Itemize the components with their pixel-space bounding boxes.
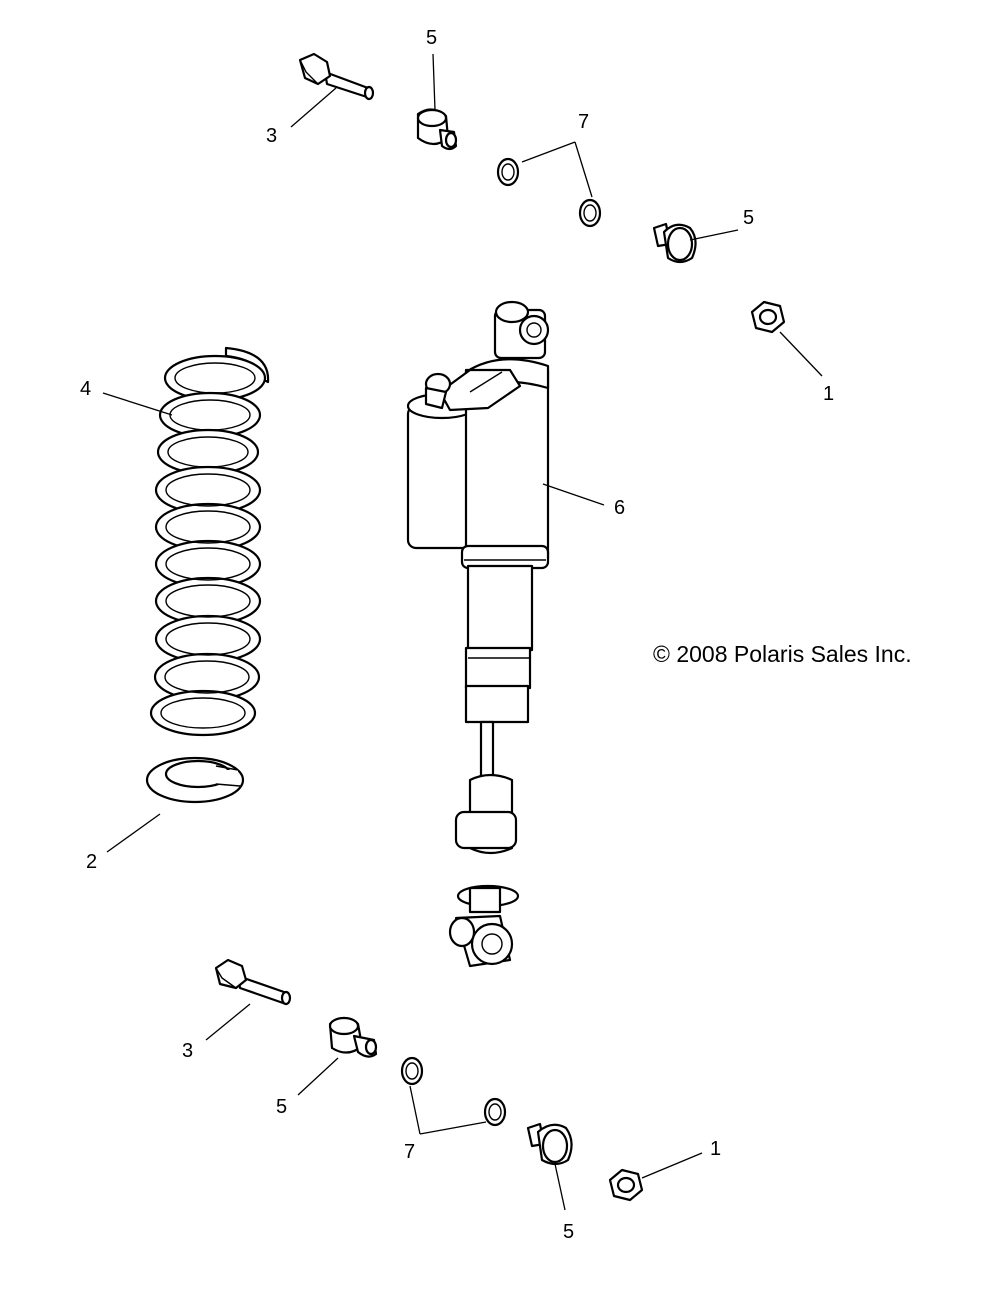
callout-5-top-a: 5 xyxy=(426,27,437,49)
callout-1-bottom: 1 xyxy=(710,1138,721,1160)
callout-7-top: 7 xyxy=(578,111,589,133)
callout-6: 6 xyxy=(614,497,625,519)
bolt-top xyxy=(298,52,375,101)
callout-3-top: 3 xyxy=(266,125,277,147)
bushing-bottom-a xyxy=(328,1016,378,1058)
leader-lines xyxy=(102,53,823,1211)
copyright-notice: © 2008 Polaris Sales Inc. xyxy=(653,641,912,667)
bolt-bottom xyxy=(214,958,292,1006)
bushing-top-b xyxy=(652,222,697,264)
callout-2: 2 xyxy=(86,851,97,873)
callout-5-bottom-b: 5 xyxy=(563,1221,574,1243)
callout-1-top: 1 xyxy=(823,383,834,405)
callout-4: 4 xyxy=(80,378,91,400)
callout-5-bottom-a: 5 xyxy=(276,1096,287,1118)
callout-5-top-b: 5 xyxy=(743,207,754,229)
nut-bottom xyxy=(608,1168,644,1202)
nut-top xyxy=(750,300,786,334)
callout-7-bottom: 7 xyxy=(404,1141,415,1163)
callout-3-bottom: 3 xyxy=(182,1040,193,1062)
bushing-bottom-b xyxy=(526,1122,573,1166)
washer-bottom-b xyxy=(483,1097,507,1127)
spring-retainer xyxy=(145,756,245,804)
washer-top-a xyxy=(496,157,520,187)
shock-absorber xyxy=(406,300,550,968)
washer-top-b xyxy=(578,198,602,228)
coil-spring xyxy=(149,346,270,737)
washer-bottom-a xyxy=(400,1056,424,1086)
bushing-top-a xyxy=(416,108,458,151)
